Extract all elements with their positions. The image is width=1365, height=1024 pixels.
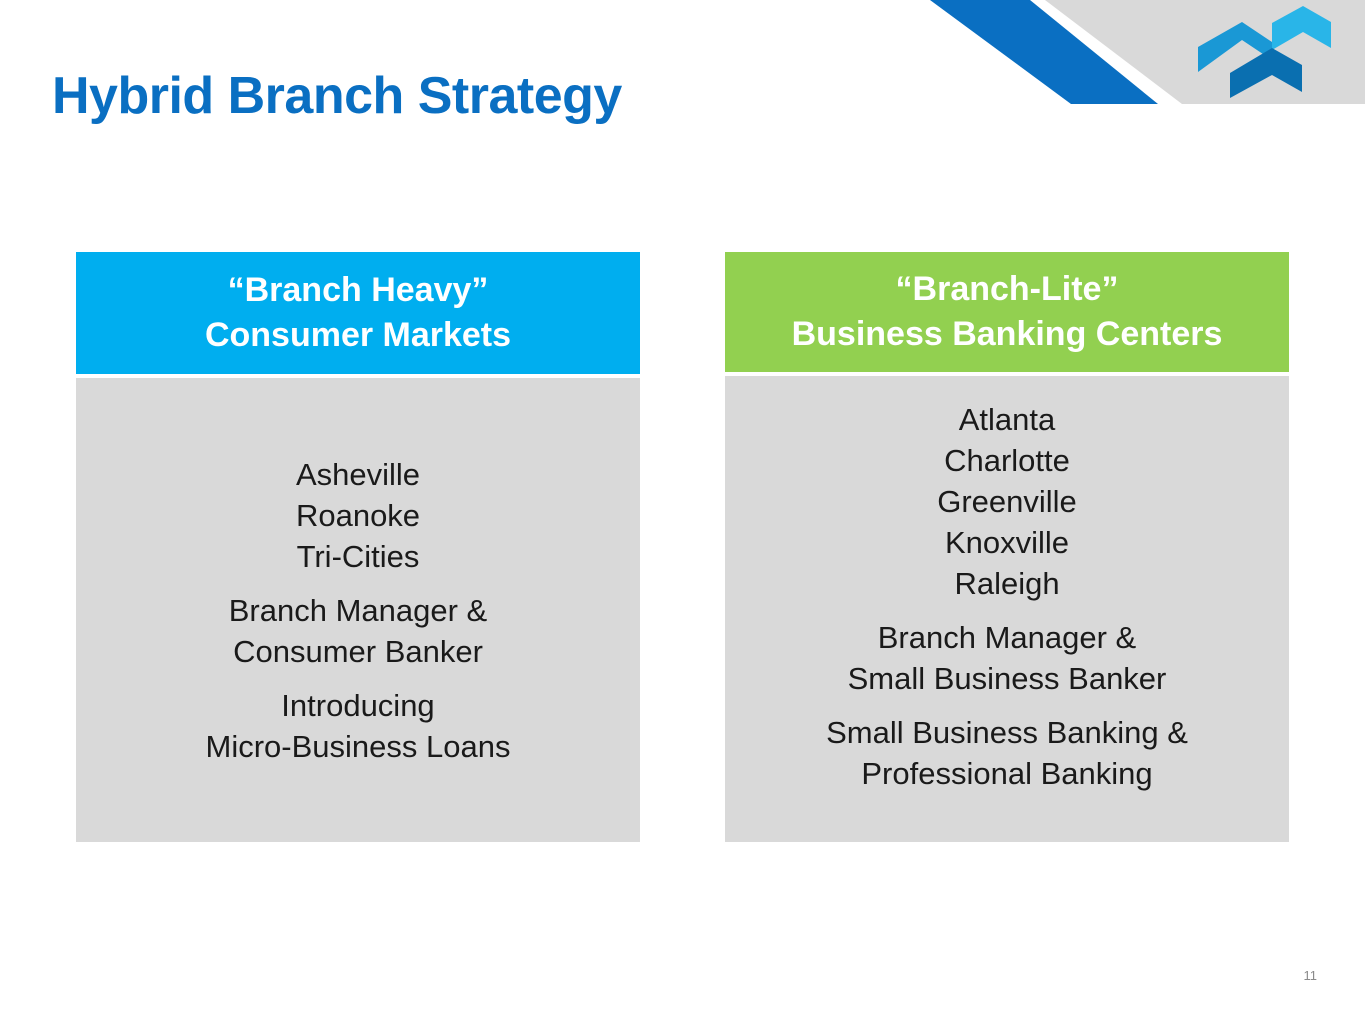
consumer-markets-header: “Branch Heavy” Consumer Markets [76,252,640,374]
market-item: Roanoke [295,497,421,533]
consumer-markets-column: “Branch Heavy” Consumer Markets Ashevill… [76,252,640,842]
text-line: Micro-Business Loans [205,728,511,764]
blue-band [930,0,1158,104]
market-item: Raleigh [954,566,1060,601]
market-item: Atlanta [958,402,1056,437]
text-line: Small Business Banker [847,661,1167,696]
consumer-markets-panel: Asheville Roanoke Tri-Cities Branch Mana… [76,378,640,842]
markets-list: Atlanta Charlotte Greenville Knoxville R… [725,399,1289,604]
markets-list: Asheville Roanoke Tri-Cities [76,454,640,577]
header-line: “Branch-Lite” [895,270,1119,308]
page-title: Hybrid Branch Strategy [52,67,622,125]
header-line: Consumer Markets [204,316,512,354]
header-line: Business Banking Centers [791,315,1223,353]
header-line: “Branch Heavy” [227,271,489,309]
company-logo-icon [1198,6,1331,98]
market-item: Knoxville [944,525,1070,560]
business-banking-column: “Branch-Lite” Business Banking Centers A… [725,252,1289,842]
text-line: Consumer Banker [233,633,483,669]
business-banking-panel: Atlanta Charlotte Greenville Knoxville R… [725,376,1289,842]
products-text: Small Business Banking & Professional Ba… [725,712,1289,794]
text-line: Branch Manager & [877,620,1137,655]
text-line: Small Business Banking & [826,715,1188,750]
market-item: Asheville [295,456,421,492]
business-banking-header: “Branch-Lite” Business Banking Centers [725,252,1289,372]
text-line: Professional Banking [861,756,1153,791]
header-decoration [930,0,1365,104]
text-line: Introducing [281,687,435,723]
staffing-text: Branch Manager & Small Business Banker [725,617,1289,699]
page-number: 11 [1303,968,1318,983]
market-item: Tri-Cities [296,538,420,574]
products-text: Introducing Micro-Business Loans [76,685,640,767]
market-item: Charlotte [944,443,1070,478]
text-line: Branch Manager & [228,592,488,628]
staffing-text: Branch Manager & Consumer Banker [76,590,640,672]
market-item: Greenville [937,484,1077,519]
